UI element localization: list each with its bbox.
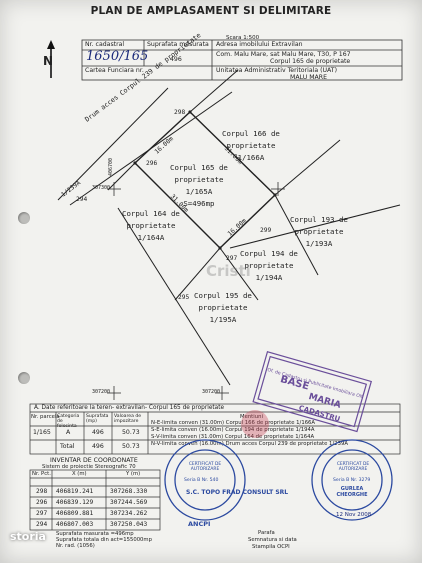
address-line1: Com. Malu Mare, sat Malu Mare, T30, P 16… xyxy=(216,51,351,58)
inv-row-pct: 298 xyxy=(36,488,48,495)
cert-left-series: Seria B Nr. 540 xyxy=(184,478,219,483)
col-value: Valoarea de impozitare xyxy=(114,414,142,424)
cad-no-value: 1650/165 xyxy=(86,49,149,64)
uat-label: Unitatea Administrativ Teritoriala (UAT) xyxy=(216,67,338,74)
grid-label: 307200 xyxy=(202,389,221,395)
inventory-foot3: Nr. rad. (1056) xyxy=(56,543,95,549)
row-value: 50.73 xyxy=(122,429,140,436)
inventory-foot1: Suprafata masurata =496mp xyxy=(56,531,134,537)
inv-row-pct: 296 xyxy=(36,499,48,506)
point-297: 297 xyxy=(226,255,238,262)
point-294: 294 xyxy=(76,196,88,203)
north-label: N xyxy=(43,54,54,68)
inv-row-x: 406809.881 xyxy=(56,510,94,517)
inv-row-y: 307268.330 xyxy=(110,488,148,495)
col-category: Categoria de folosinta xyxy=(57,414,80,429)
total-value: 50.73 xyxy=(122,443,140,450)
stampila-label: Stampila OCPI xyxy=(252,544,290,550)
total-area: 496 xyxy=(92,443,104,450)
stamp-date: 12 Nov 2008 xyxy=(336,512,372,518)
inventory-subtitle: Sistem de proiectie Stereografic 70 xyxy=(42,464,136,470)
inv-col-pct: Nr. Pct. xyxy=(32,471,51,477)
cert-right-name: GURLEA CHEORGHE xyxy=(336,486,368,498)
inv-row-y: 307234.262 xyxy=(110,510,148,517)
note-sv: S-V-limita conven (31.00m) Corpul 164 de… xyxy=(151,434,315,440)
row-category: A xyxy=(66,429,71,436)
col-parcel: Nr. parcela xyxy=(31,414,60,420)
inv-row-pct: 294 xyxy=(36,521,48,528)
punch-hole xyxy=(18,212,30,224)
cf-label: Cartea Funciara nr. xyxy=(85,67,144,74)
storia-logo: storia xyxy=(10,530,46,543)
section-a-title: A. Date referitoare la teren- extravilan… xyxy=(34,405,225,411)
address-label: Adresa imobilului Extravilan xyxy=(216,41,303,48)
grid-label: 307300 xyxy=(92,185,111,191)
point-298: 298 xyxy=(174,109,186,116)
area-value: 496 xyxy=(170,56,182,63)
parafa-label: Parafa xyxy=(258,530,275,536)
cert-left: CERTIFICAT DE AUTORIZARE xyxy=(188,462,222,472)
total-label: Total xyxy=(60,443,75,450)
inv-col-y: Y (m) xyxy=(126,471,141,477)
inv-row-pct: 297 xyxy=(36,510,48,517)
company: S.C. TOPO FRAD CONSULT SRL xyxy=(186,489,289,496)
inventory-foot2: Suprafata totala din act=155000mp xyxy=(56,537,152,543)
watermark: Cristi xyxy=(206,262,251,280)
punch-hole xyxy=(18,372,30,384)
cert-right-series: Seria B Nr. 3279 xyxy=(333,478,371,483)
inv-row-x: 406819.241 xyxy=(56,488,94,495)
inventory-title: INVENTAR DE COORDONATE xyxy=(50,457,138,464)
inv-row-y: 307250.043 xyxy=(110,521,148,528)
note-ne: N-E-limita conven (31.00m) Corpul 166 de… xyxy=(151,420,316,426)
inv-row-x: 406807.003 xyxy=(56,521,94,528)
north-arrow-icon xyxy=(47,40,55,78)
inv-row-y: 307244.569 xyxy=(110,499,148,506)
note-se: S-E-limita conven (16.00m) Corpul 194 de… xyxy=(151,427,315,433)
grid-label: 307200 xyxy=(92,389,111,395)
cad-no-label: Nr. cadastral xyxy=(85,41,125,48)
row-area: 496 xyxy=(92,429,104,436)
ancpi: ANCPI xyxy=(188,520,211,528)
address-line2: Corpul 165 de proprietate xyxy=(270,58,351,65)
col-area: Suprafata (mp) xyxy=(86,414,109,424)
semnatura-label: Semnatura si data xyxy=(248,537,297,543)
point-295: 295 xyxy=(178,294,190,301)
col-notes: Mentiuni xyxy=(240,414,263,420)
note-nv: N-V-limita conven (16.00m) Drum acces Co… xyxy=(151,441,348,447)
point-296: 296 xyxy=(146,160,158,167)
inv-col-x: X (m) xyxy=(72,471,87,477)
cert-right: CERTIFICAT DE AUTORIZARE xyxy=(336,462,370,472)
row-parcel: 1/165 xyxy=(33,429,51,436)
uat-value: MALU MARE xyxy=(290,74,327,81)
point-299: 299 xyxy=(260,227,272,234)
page-title: PLAN DE AMPLASAMENT SI DELIMITARE xyxy=(90,5,332,17)
scale-label: Scara 1:500 xyxy=(226,35,260,41)
area-label: Suprafata masurata xyxy=(147,41,209,48)
inv-row-x: 406839.129 xyxy=(56,499,94,506)
